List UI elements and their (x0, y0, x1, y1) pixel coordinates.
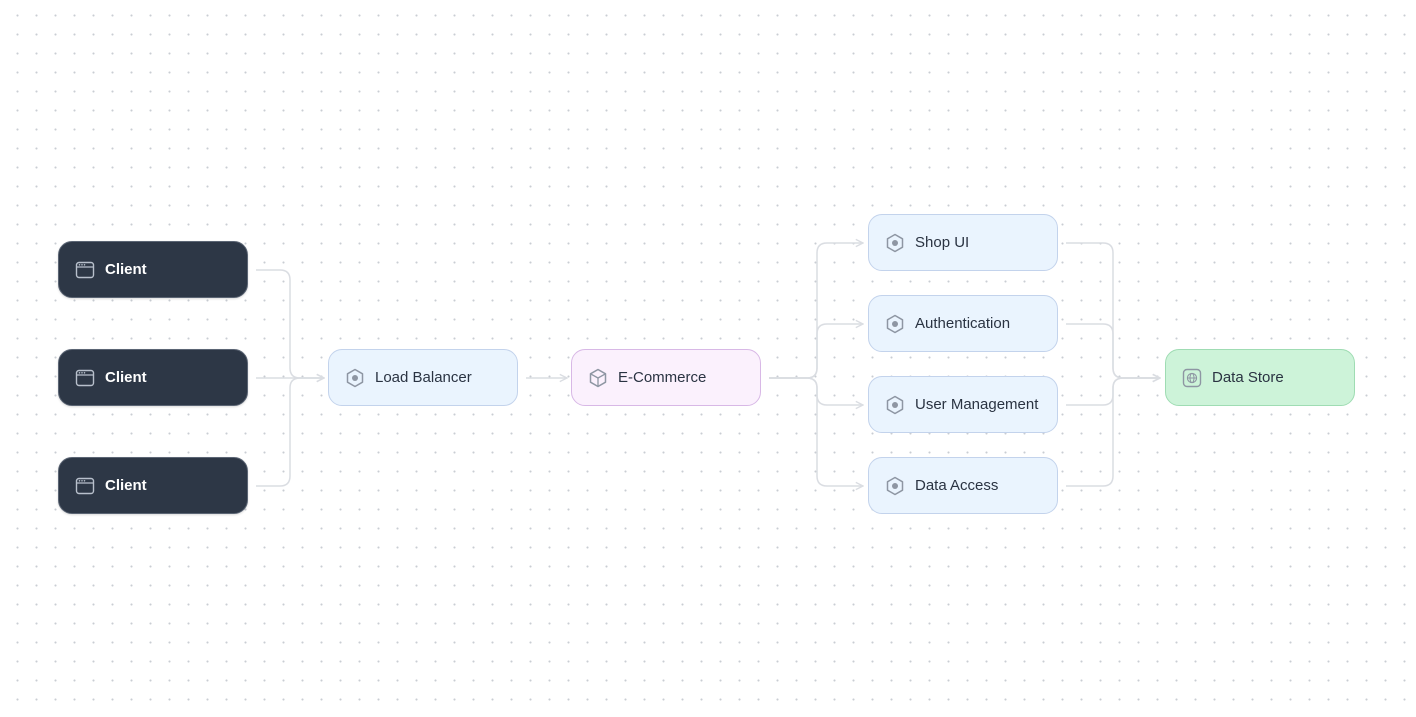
load-balancer-label: Load Balancer (375, 369, 472, 386)
user-management-node[interactable]: User Management (868, 376, 1058, 433)
browser-window-icon (75, 260, 95, 280)
client-node[interactable]: Client (58, 349, 248, 406)
data-access-node[interactable]: Data Access (868, 457, 1058, 514)
database-icon (1182, 368, 1202, 388)
edge-client-3-to-load-balancer (256, 378, 324, 487)
browser-window-icon (75, 368, 95, 388)
client-node[interactable]: Client (58, 457, 248, 514)
client-label: Client (105, 477, 147, 494)
data-access-label: Data Access (915, 477, 999, 494)
edge-shop-ui-to-data-store (1066, 242, 1160, 378)
hexagon-service-icon (885, 314, 905, 334)
shop-ui-label: Shop UI (915, 234, 970, 251)
hexagon-service-icon (885, 395, 905, 415)
browser-window-icon (75, 476, 95, 496)
client-node[interactable]: Client (58, 241, 248, 298)
client-label: Client (105, 369, 147, 386)
edge-ecommerce-to-user-management (769, 377, 863, 405)
edge-client-1-to-load-balancer (256, 269, 324, 378)
hexagon-service-icon (885, 233, 905, 253)
edge-ecommerce-to-data-access (769, 377, 863, 486)
data-store-node[interactable]: Data Store (1165, 349, 1355, 406)
data-store-label: Data Store (1212, 369, 1284, 386)
client-label: Client (105, 261, 147, 278)
edge-ecommerce-to-shop-ui (769, 243, 863, 379)
hexagon-service-icon (885, 476, 905, 496)
cube-icon (588, 368, 608, 388)
shop-ui-node[interactable]: Shop UI (868, 214, 1058, 271)
user-management-label: User Management (915, 396, 1039, 413)
edge-data-access-to-data-store (1066, 378, 1160, 487)
hexagon-service-icon (345, 368, 365, 388)
load-balancer-node[interactable]: Load Balancer (328, 349, 518, 406)
edge-authentication-to-data-store (1066, 323, 1160, 378)
ecommerce-label: E-Commerce (618, 369, 707, 386)
authentication-node[interactable]: Authentication (868, 295, 1058, 352)
edge-user-management-to-data-store (1066, 378, 1160, 406)
edge-ecommerce-to-authentication (769, 324, 863, 379)
ecommerce-node[interactable]: E-Commerce (571, 349, 761, 406)
authentication-label: Authentication (915, 315, 1011, 332)
